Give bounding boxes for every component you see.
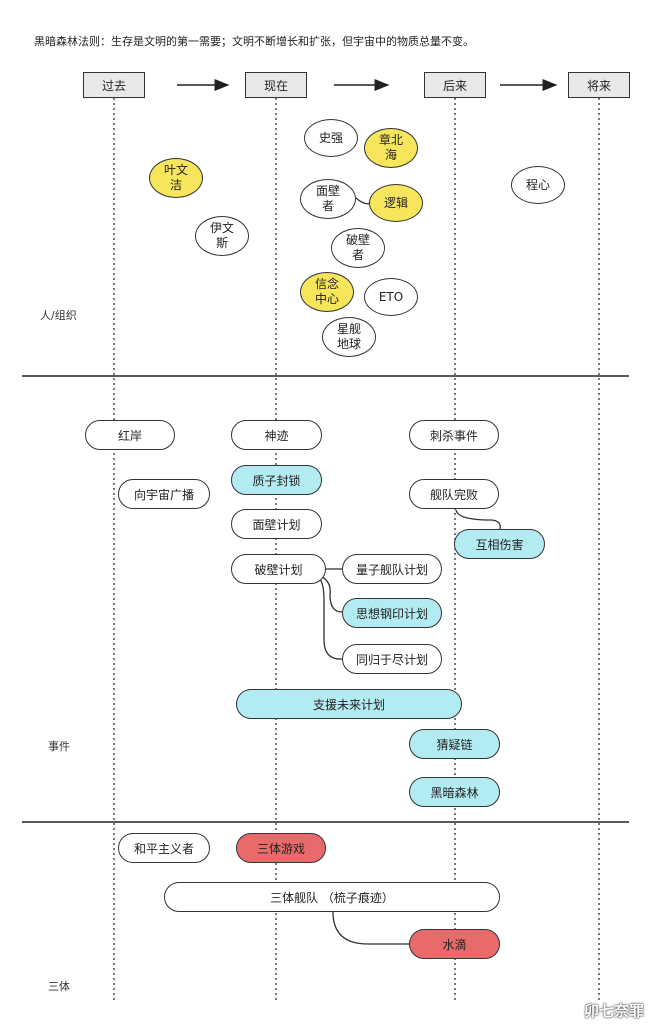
node-earth-fleet: 星舰 地球 <box>322 317 376 357</box>
event-mutual-harm: 互相伤害 <box>454 529 545 559</box>
phase-label: 过去 <box>101 78 126 93</box>
node-wallfacer: 面壁 者 <box>300 179 356 219</box>
phase-past: 过去 <box>83 72 145 98</box>
event-broadcast: 向宇宙广播 <box>118 479 210 509</box>
node-eto: ETO <box>364 278 418 316</box>
tri-game: 三体游戏 <box>236 833 326 863</box>
headline: 黑暗森林法则：生存是文明的第一需要；文明不断增长和扩张，但宇宙中的物质总量不变。 <box>34 35 474 48</box>
node-evans: 伊文 斯 <box>195 216 249 256</box>
event-miracle: 神迹 <box>231 420 322 450</box>
event-wallfacer-plan: 面壁计划 <box>231 509 322 539</box>
tri-pacifist: 和平主义者 <box>118 833 210 863</box>
event-red-coast: 红岸 <box>85 420 175 450</box>
tri-fleet: 三体舰队 （梳子痕迹） <box>164 882 500 912</box>
node-wallbreaker: 破壁 者 <box>331 228 385 268</box>
node-faith-center: 信念 中心 <box>300 272 354 312</box>
event-perish-together: 同归于尽计划 <box>342 644 442 674</box>
watermark: 卯七奈罪 <box>584 1002 645 1020</box>
event-sophon-lock: 质子封锁 <box>231 465 322 495</box>
node-zhang-beihai: 章北 海 <box>364 128 418 168</box>
connector-breaker-seal <box>317 574 343 613</box>
node-luo-ji: 逻辑 <box>369 184 423 222</box>
event-fleet-defeat: 舰队完败 <box>409 479 499 509</box>
event-suspicion-chain: 猜疑链 <box>409 729 500 759</box>
tri-droplet: 水滴 <box>409 929 500 959</box>
phase-present: 现在 <box>245 72 307 98</box>
phase-label: 后来 <box>442 78 467 93</box>
connector-breaker-perish <box>317 575 343 660</box>
phase-label: 将来 <box>586 78 611 93</box>
event-mind-seal: 思想钢印计划 <box>342 598 442 628</box>
phase-label: 现在 <box>263 78 288 93</box>
connector-defeat-harm <box>455 509 501 531</box>
event-future-support: 支援未来计划 <box>236 689 462 719</box>
connector-fleet-droplet <box>332 911 410 945</box>
event-assassination: 刺杀事件 <box>409 420 499 450</box>
event-dark-forest: 黑暗森林 <box>409 777 500 807</box>
node-cheng-xin: 程心 <box>511 166 565 204</box>
node-ye-wenjie: 叶文 洁 <box>149 158 203 198</box>
phase-future: 将来 <box>568 72 630 98</box>
event-wallbreaker-plan: 破壁计划 <box>231 554 326 584</box>
section-label-trisolaris: 三体 <box>48 980 70 993</box>
node-shi-qiang: 史强 <box>304 119 358 157</box>
section-label-people: 人/组织 <box>40 309 77 322</box>
phase-later: 后来 <box>424 72 486 98</box>
section-label-events: 事件 <box>48 740 70 753</box>
event-quantum-fleet: 量子舰队计划 <box>342 554 442 584</box>
